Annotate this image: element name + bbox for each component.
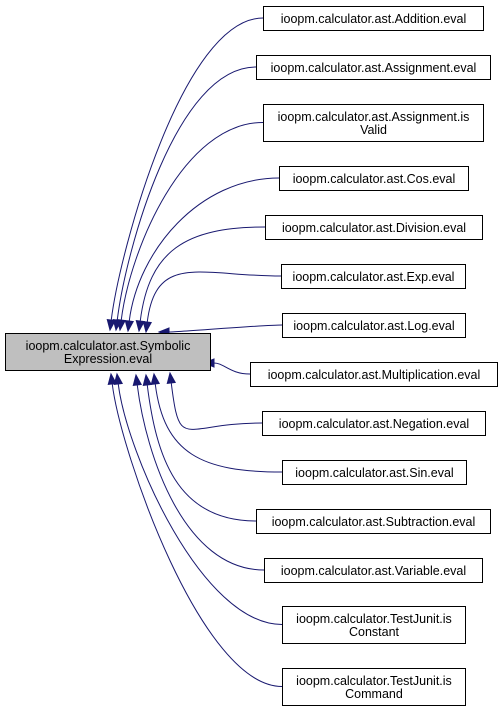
caller-node[interactable]: ioopm.calculator.ast.Exp.eval <box>281 264 466 289</box>
call-edge <box>124 177 280 333</box>
call-edge <box>106 17 264 332</box>
edge-arrowhead <box>135 319 146 333</box>
caller-node-box <box>263 6 484 31</box>
edges <box>106 17 283 687</box>
edge-arrowhead <box>150 372 161 386</box>
caller-node-box <box>256 509 491 534</box>
caller-node-box <box>282 668 466 706</box>
edge-line <box>146 384 257 522</box>
call-edge <box>113 372 283 625</box>
caller-node-box <box>264 558 483 583</box>
nodes: ioopm.calculator.ast.SymbolicExpression.… <box>5 6 498 706</box>
source-node-symbolic-expression-eval[interactable]: ioopm.calculator.ast.SymbolicExpression.… <box>5 333 211 371</box>
edge-line <box>136 384 265 571</box>
edge-line <box>120 122 264 321</box>
source-node-symbolic-expression-eval-label-line-1: ioopm.calculator.ast.Symbolic <box>26 339 191 353</box>
caller-node-label-line-1: ioopm.calculator.ast.Multiplication.eval <box>268 368 481 382</box>
edge-line <box>128 177 280 322</box>
edge-line <box>110 17 264 321</box>
caller-node-label-line-1: ioopm.calculator.ast.Assignment.is <box>278 110 470 124</box>
call-edge <box>107 372 283 687</box>
call-edge <box>112 66 257 332</box>
caller-node-label-line-1: ioopm.calculator.ast.Subtraction.eval <box>272 515 476 529</box>
caller-node-label-line-1: ioopm.calculator.ast.Addition.eval <box>281 12 467 26</box>
edge-arrowhead <box>166 371 177 385</box>
caller-node[interactable]: ioopm.calculator.ast.Cos.eval <box>279 166 469 191</box>
caller-node-label-line-1: ioopm.calculator.ast.Sin.eval <box>295 466 453 480</box>
caller-node[interactable]: ioopm.calculator.ast.Subtraction.eval <box>256 509 491 534</box>
edge-line <box>170 382 263 430</box>
caller-node-box <box>263 104 484 142</box>
edge-arrowhead <box>142 373 153 387</box>
call-edge <box>142 271 282 334</box>
caller-node[interactable]: ioopm.calculator.ast.Division.eval <box>265 215 483 240</box>
edge-arrowhead <box>106 318 117 332</box>
edge-arrowhead <box>116 318 127 332</box>
caller-node[interactable]: ioopm.calculator.ast.Multiplication.eval <box>250 362 498 387</box>
caller-node[interactable]: ioopm.calculator.ast.Assignment.eval <box>256 55 491 80</box>
caller-node-label-line-2: Valid <box>360 123 387 137</box>
call-edge <box>116 122 264 332</box>
call-edge <box>132 373 265 571</box>
caller-node-label-line-1: ioopm.calculator.TestJunit.is <box>296 674 452 688</box>
edge-line <box>168 324 283 333</box>
caller-node-box <box>262 411 486 436</box>
caller-node-label-line-1: ioopm.calculator.ast.Variable.eval <box>281 564 466 578</box>
call-edge <box>150 372 283 473</box>
caller-node-box <box>265 215 483 240</box>
caller-node-label-line-2: Constant <box>349 625 400 639</box>
edge-line <box>116 66 257 321</box>
source-node-symbolic-expression-eval-box <box>5 333 211 371</box>
caller-node-box <box>282 460 467 485</box>
caller-node-label-line-1: ioopm.calculator.ast.Division.eval <box>282 221 466 235</box>
edge-line <box>213 362 251 375</box>
caller-node-label-line-1: ioopm.calculator.ast.Log.eval <box>293 319 454 333</box>
caller-node-label-line-2: Command <box>345 687 403 701</box>
edge-line <box>111 383 283 687</box>
caller-node[interactable]: ioopm.calculator.ast.Negation.eval <box>262 411 486 436</box>
caller-node[interactable]: ioopm.calculator.ast.Variable.eval <box>264 558 483 583</box>
caller-node[interactable]: ioopm.calculator.ast.Sin.eval <box>282 460 467 485</box>
caller-node-box <box>282 606 466 644</box>
caller-node-box <box>282 313 466 338</box>
caller-node-box <box>281 264 466 289</box>
caller-node-label-line-1: ioopm.calculator.ast.Assignment.eval <box>271 61 477 75</box>
caller-node-box <box>279 166 469 191</box>
call-edge <box>142 373 257 522</box>
edge-arrowhead <box>107 372 118 386</box>
call-edge <box>135 226 266 333</box>
caller-node-box <box>250 362 498 387</box>
edge-arrowhead <box>113 372 124 386</box>
caller-node-label-line-1: ioopm.calculator.ast.Cos.eval <box>293 172 456 186</box>
caller-node-label-line-1: ioopm.calculator.TestJunit.is <box>296 612 452 626</box>
edge-line <box>139 226 266 322</box>
edge-arrowhead <box>142 320 153 334</box>
edge-line <box>117 383 283 625</box>
caller-node-box <box>256 55 491 80</box>
caller-node-label-line-1: ioopm.calculator.ast.Negation.eval <box>279 417 469 431</box>
edge-line <box>154 383 283 473</box>
caller-node-label-line-1: ioopm.calculator.ast.Exp.eval <box>293 270 455 284</box>
call-edge <box>166 371 263 430</box>
edge-arrowhead <box>132 373 143 387</box>
caller-node[interactable]: ioopm.calculator.ast.Addition.eval <box>263 6 484 31</box>
edge-line <box>146 271 282 323</box>
edge-arrowhead <box>124 319 135 333</box>
source-node-symbolic-expression-eval-label-line-2: Expression.eval <box>64 352 152 366</box>
caller-node[interactable]: ioopm.calculator.ast.Log.eval <box>282 313 466 338</box>
